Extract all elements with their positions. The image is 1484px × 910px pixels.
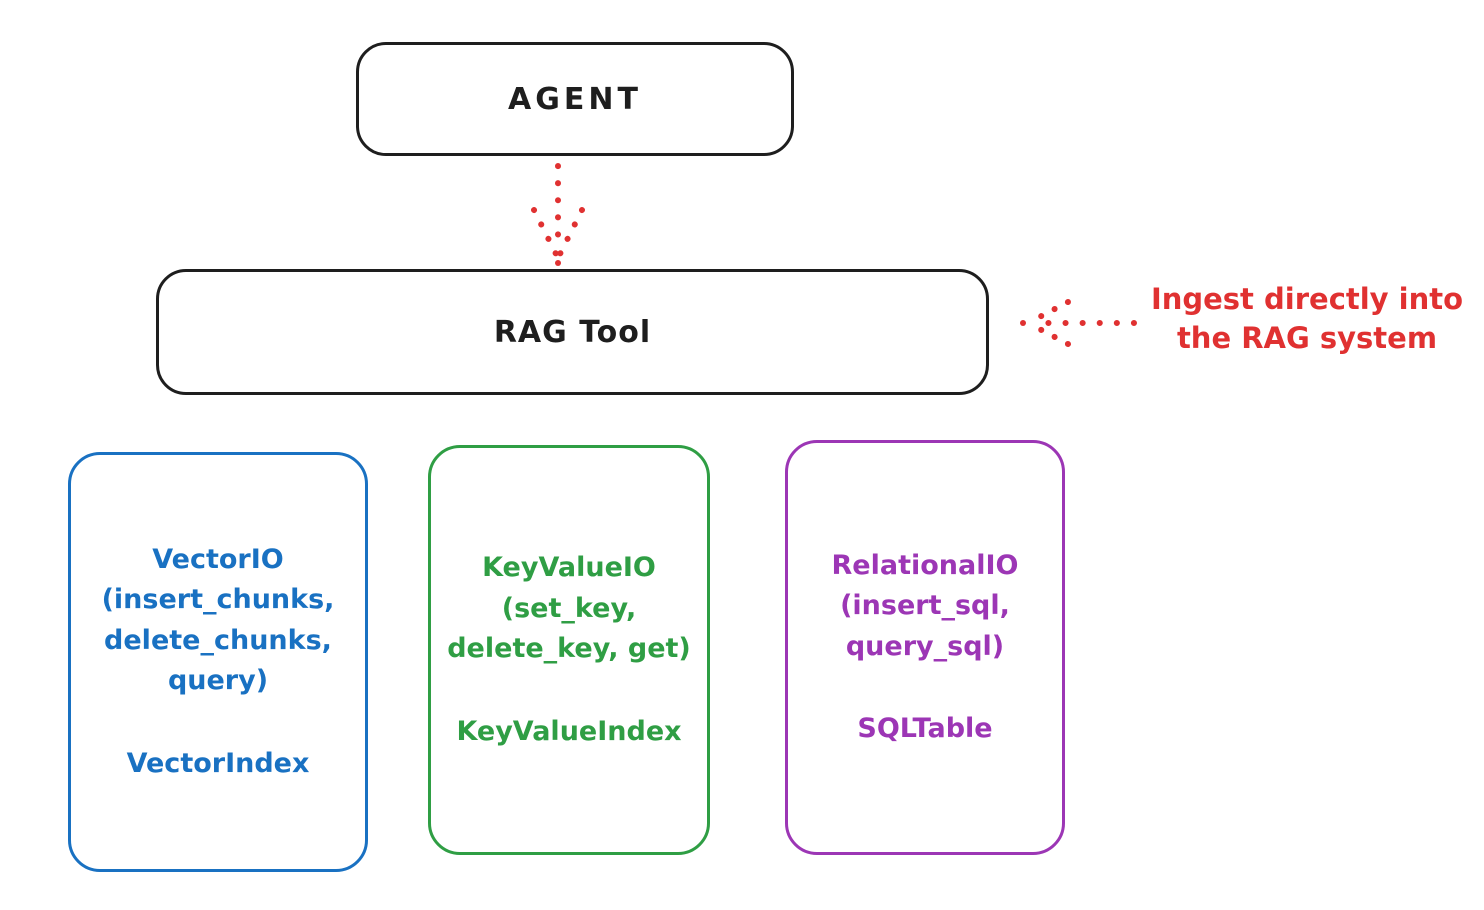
rag-tool-node-label: RAG Tool <box>493 314 652 350</box>
vector-io-label: VectorIO (insert_chunks, delete_chunks, … <box>101 543 335 697</box>
agent-node[interactable]: AGENT <box>356 42 794 156</box>
keyvalue-io-node[interactable]: KeyValueIO (set_key, delete_key, get) Ke… <box>428 445 710 855</box>
relational-io-node[interactable]: RelationalIO (insert_sql, query_sql) SQL… <box>785 440 1065 855</box>
ingest-annotation: Ingest directly into the RAG system <box>1150 282 1464 355</box>
relational-io-label: RelationalIO (insert_sql, query_sql) <box>831 549 1019 662</box>
dotted-arrow-left-icon[interactable] <box>1012 292 1147 354</box>
sql-table-label: SQLTable <box>857 713 993 744</box>
agent-node-label: AGENT <box>508 81 642 117</box>
keyvalue-index-label: KeyValueIndex <box>456 715 682 747</box>
dotted-arrow-down-icon[interactable] <box>505 160 615 272</box>
keyvalue-io-label: KeyValueIO (set_key, delete_key, get) <box>447 552 691 664</box>
rag-tool-node[interactable]: RAG Tool <box>156 269 989 395</box>
vector-index-label: VectorIndex <box>126 747 310 779</box>
vector-io-node[interactable]: VectorIO (insert_chunks, delete_chunks, … <box>68 452 368 872</box>
